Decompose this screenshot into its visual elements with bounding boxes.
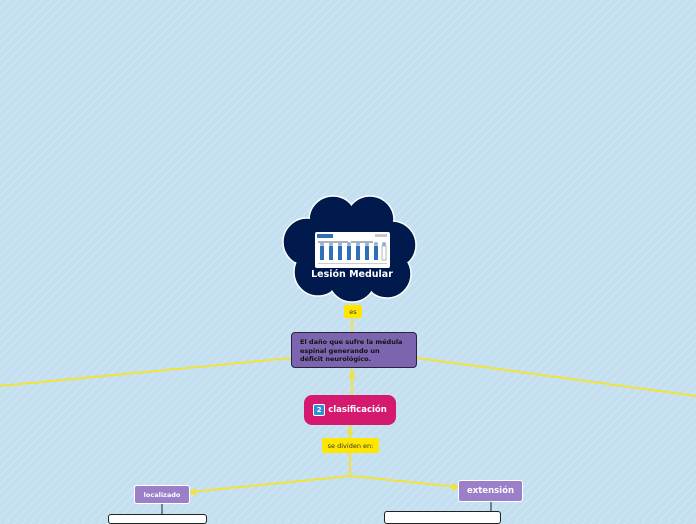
classification-label: clasificación (328, 405, 387, 415)
link-label-es[interactable]: es (344, 305, 362, 318)
child-node-extension[interactable] (384, 511, 501, 524)
definition-line-1: El daño que sufre la médula (300, 338, 403, 346)
branch-node-extension[interactable]: extensión (458, 480, 523, 502)
central-topic-title[interactable]: Lesión Medular (311, 269, 393, 280)
connector-left-offscreen (0, 357, 292, 387)
connector-split-right (349, 475, 459, 488)
connector-dot (349, 373, 355, 379)
branch-node-localizado[interactable]: localizado (134, 485, 190, 504)
child-node-localizado[interactable] (108, 514, 207, 524)
connector-split-left (189, 475, 351, 493)
link-label-se-dividen[interactable]: se dividen en: (322, 438, 379, 453)
connector-right-offscreen (416, 357, 696, 397)
connector-dot (347, 429, 353, 435)
definition-line-2: espinal generando un (300, 346, 380, 355)
connector-arrow (188, 488, 196, 496)
definition-node[interactable]: El daño que sufre la médula espinal gene… (291, 332, 417, 368)
classification-node[interactable]: 2 clasificación (304, 395, 396, 425)
definition-line-3: déficit neurológico. (300, 355, 372, 363)
connector-arrow (452, 483, 460, 491)
central-thumbnail-image (315, 232, 390, 268)
number-badge-icon: 2 (313, 404, 326, 416)
